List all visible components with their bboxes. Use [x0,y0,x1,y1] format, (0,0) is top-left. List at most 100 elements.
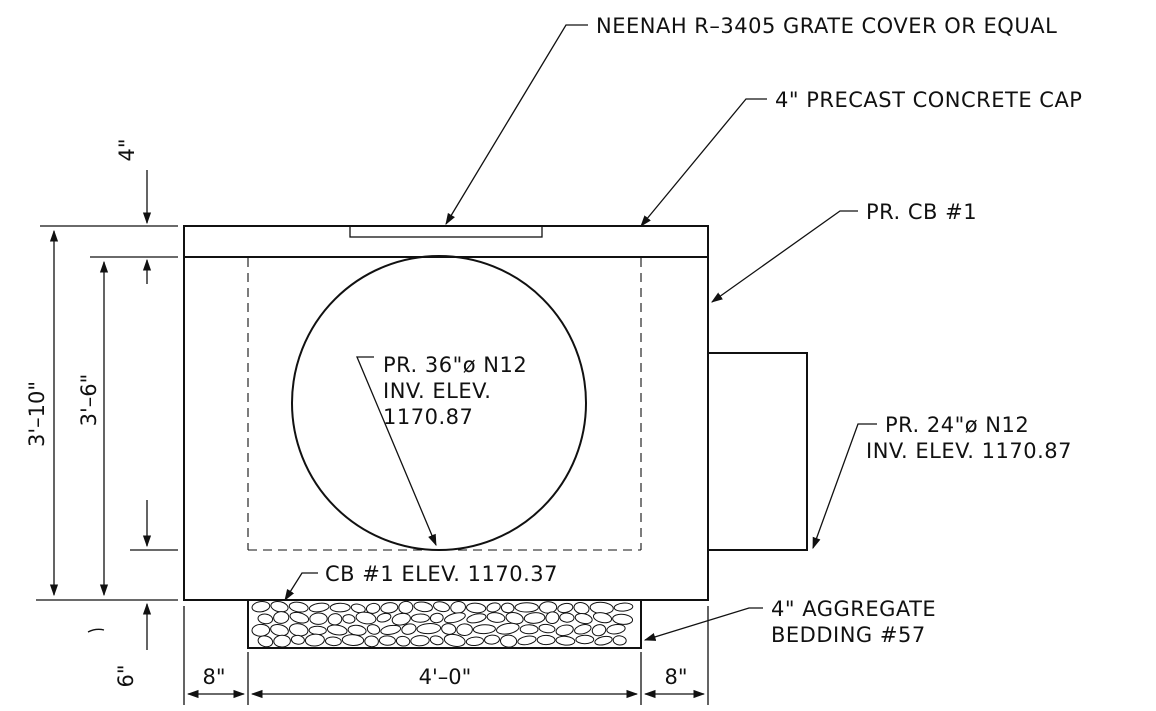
bedding-stone [290,634,305,645]
bedding-stone [574,624,592,635]
bedding-stone [592,612,613,624]
bedding-stone [309,612,328,625]
label-pipe-36-line3: 1170.87 [383,405,473,429]
bedding-stone [523,612,546,624]
bedding-stone [441,623,457,635]
bedding-stone [416,623,442,635]
bedding-stone [325,636,342,647]
bedding-stone [613,602,634,612]
leader-cb [711,210,858,303]
bedding-stone [591,624,607,637]
bedding-stone [395,635,411,647]
bedding-stone [273,611,290,624]
dim-overall-height: 3'–10" [25,381,49,447]
bedding-stone [380,624,402,635]
bedding-stone [257,613,274,625]
bedding-stone [612,635,627,646]
label-bedding-line1: 4" AGGREGATE [771,597,936,621]
bedding-stone [574,613,593,625]
bedding-stone [433,601,450,613]
bedding-stone [342,614,356,624]
bedding-stone [350,603,366,614]
pipe-24-stub [707,352,808,551]
bedding-stone [536,634,556,646]
bedding-stone [327,613,343,626]
bedding-stone [444,612,466,624]
bedding-stone [472,624,496,635]
label-pipe-36-line1: PR. 36"ø N12 [383,353,527,377]
bedding-outline [247,599,642,649]
leader-cap [640,98,767,227]
bedding-stone [465,636,484,647]
label-grate-cover: NEENAH R–3405 GRATE COVER OR EQUAL [596,14,1057,38]
bedding-stone [326,624,348,636]
callout-leaders [284,24,877,641]
bedding-stone [413,601,433,613]
bedding-stone [308,602,330,613]
label-pipe-24-line1: PR. 24"ø N12 [885,413,1029,437]
bedding-stone [398,600,414,614]
bedding-stone [410,613,430,623]
callout-text: NEENAH R–3405 GRATE COVER OR EQUAL 4" PR… [325,14,1082,647]
bedding-stone [443,633,466,647]
bedding-stone [456,623,473,637]
label-pipe-24-line2: INV. ELEV. 1170.87 [866,439,1072,463]
bedding-stone [500,602,515,614]
leader-pipe-24 [812,423,877,550]
bedding-stone [450,601,466,614]
label-bedding-line2: BEDDING #57 [771,623,926,647]
bedding-stone [366,624,381,635]
grate-cover [349,225,543,238]
bedding-stone [486,612,506,623]
bedding-stone [500,634,518,648]
dim-left-wall: 8" [202,665,225,689]
bedding-stone [304,633,325,647]
vertical-dimensions: 4" 3'–10" 3'–6" 6" [25,138,178,688]
cap-slab [183,225,709,258]
bedding-stone [555,635,576,646]
bedding-stone [612,613,634,625]
bedding-stone [575,634,595,645]
pipe-36-circle [291,255,587,551]
leader-pipe-36 [356,356,437,547]
bedding-stone [429,612,444,624]
bedding-stone [308,625,327,636]
bedding-stone [410,635,430,647]
leader-cb-elev [284,572,318,601]
bedding-stone [545,611,560,625]
bedding-stone [364,635,379,648]
bedding-stone [519,624,539,635]
bedding-stone [378,635,396,646]
bedding-stones [251,600,634,648]
dim-inner-width: 4'–0" [419,665,472,689]
bedding-stone [376,612,392,623]
bedding-stone [606,623,626,635]
label-pipe-36-line2: INV. ELEV. [383,379,491,403]
bedding-stone [486,602,501,613]
aggregate-bedding [247,599,642,649]
bedding-stone [496,622,520,635]
bedding-stone [466,602,487,614]
bedding-stone [380,602,399,614]
dim-right-wall: 8" [664,665,687,689]
bedding-stone [341,634,365,647]
bedding-stone [538,623,556,634]
label-catch-basin: PR. CB #1 [866,200,977,224]
leader-grate [445,24,588,226]
bedding-stone [429,635,444,646]
bedding-stone [514,602,539,613]
catch-basin-structure [183,225,808,601]
bedding-stone [355,611,377,625]
bedding-stone [594,635,613,646]
bedding-stone [517,635,537,646]
label-concrete-cap: 4" PRECAST CONCRETE CAP [775,88,1082,112]
bedding-stone [288,601,309,613]
bedding-stone [401,623,417,635]
bedding-stone [555,624,574,637]
bedding-stone [257,635,274,648]
bedding-stone [365,602,381,614]
bedding-stone [559,612,575,623]
bedding-stone [484,634,500,645]
bedding-stone [391,612,411,626]
